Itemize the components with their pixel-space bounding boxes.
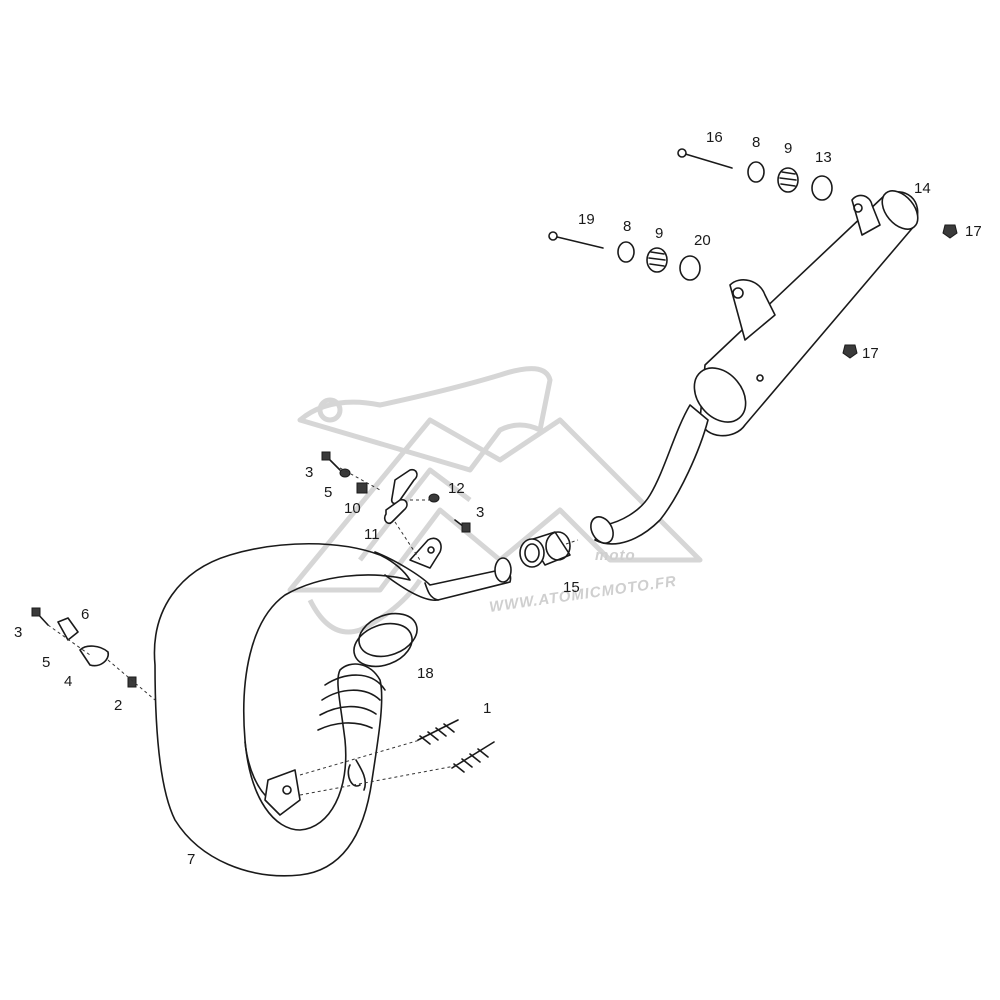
callout-17-front: 17 [862,345,879,362]
callout-11: 11 [364,526,380,543]
upper-silencer-mounts [677,148,833,201]
callout-labels: 1 2 3 3 3 4 5 5 6 7 8 8 9 9 10 11 12 13 … [14,129,982,868]
callout-6: 6 [81,606,89,623]
callout-3-left: 3 [14,624,22,641]
callout-19: 19 [578,211,595,228]
connecting-sleeve [519,531,579,568]
callout-15: 15 [563,579,580,596]
upper-hardware [321,451,471,561]
expansion-chamber [153,543,411,877]
callout-20: 20 [694,232,711,249]
callout-3-right: 3 [476,504,484,521]
callout-1: 1 [483,700,491,717]
callout-12: 12 [448,480,465,497]
springs [299,719,495,796]
o-rings [353,612,418,668]
callout-4: 4 [64,673,72,690]
callout-17-rear: 17 [965,223,982,240]
callout-7: 7 [187,851,195,868]
callout-10: 10 [344,500,361,517]
silencer [590,190,919,545]
callout-16: 16 [706,129,723,146]
lower-silencer-mounts [548,231,701,281]
callout-18: 18 [417,665,434,682]
watermark-logo-text: moto [595,547,636,564]
callout-14: 14 [914,180,931,197]
callout-9-upper: 9 [784,140,792,157]
callout-2: 2 [114,697,122,714]
callout-8-upper: 8 [752,134,760,151]
head-pipe [374,537,512,601]
callout-5-left: 5 [42,654,50,671]
callout-8-lower: 8 [623,218,631,235]
callout-9-lower: 9 [655,225,663,242]
callout-5-upper: 5 [324,484,332,501]
left-hardware [31,607,156,701]
watermark-url: WWW.ATOMICMOTO.FR [488,573,678,616]
callout-3-upper: 3 [305,464,313,481]
nuts [842,224,958,359]
callout-13: 13 [815,149,832,166]
